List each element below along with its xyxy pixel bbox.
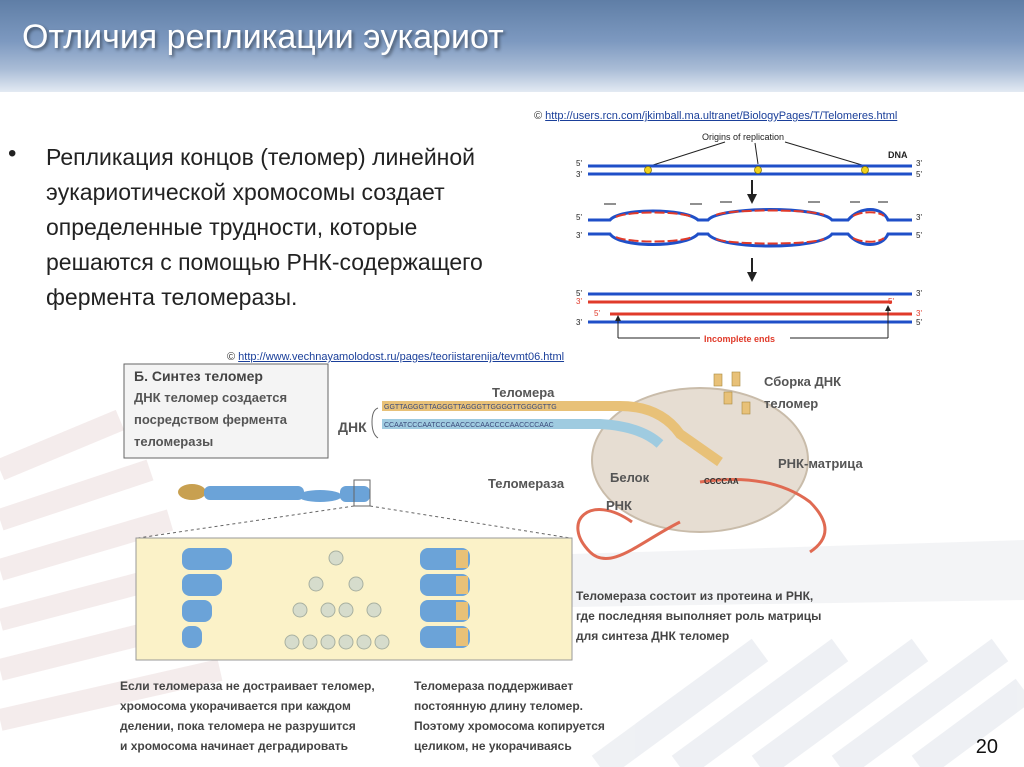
bullet-text: Репликация концов (теломер) линейной эук… xyxy=(46,144,483,310)
dna-label-ru: ДНК xyxy=(338,419,367,435)
title-bar: Отличия репликации эукариот xyxy=(0,0,1024,92)
rna-label: РНК xyxy=(606,498,632,513)
telomerase-label: Теломераза xyxy=(488,476,565,491)
shortening-chromosomes xyxy=(182,548,232,648)
protein-label: Белок xyxy=(610,470,650,485)
source-citation-1: © http://users.rcn.com/jkimball.ma.ultra… xyxy=(534,110,897,122)
stable-chromosomes xyxy=(420,548,470,648)
svg-text:3': 3' xyxy=(576,318,582,327)
copyright-symbol: © xyxy=(534,110,543,122)
source-link-2[interactable]: http://www.vechnayamolodost.ru/pages/teo… xyxy=(238,351,565,363)
svg-text:3': 3' xyxy=(916,309,922,318)
telomere-label: Теломера xyxy=(492,385,555,400)
svg-text:3': 3' xyxy=(576,231,582,240)
caption-with-telomerase: Теломераза поддерживает постоянную длину… xyxy=(414,679,605,753)
svg-text:5': 5' xyxy=(576,289,582,298)
svg-text:3': 3' xyxy=(916,213,922,222)
rna-template-seq: CCCCAA xyxy=(704,477,739,486)
info-box-title: Б. Синтез теломер xyxy=(134,368,263,384)
sequence-bottom: CCAATCCCAATCCCAACCCCAACCCCAACCCCAAC xyxy=(384,422,554,429)
assembly-label-2: теломер xyxy=(764,396,818,411)
svg-text:5': 5' xyxy=(576,213,582,222)
svg-text:5': 5' xyxy=(916,170,922,179)
svg-text:3': 3' xyxy=(916,289,922,298)
svg-text:3': 3' xyxy=(576,170,582,179)
copyright-symbol: © xyxy=(227,351,236,363)
bullet-marker: • xyxy=(8,140,17,167)
down-arrow-icon xyxy=(747,194,757,204)
svg-text:5': 5' xyxy=(888,297,894,306)
dna-label: DNA xyxy=(888,150,908,160)
assembly-label-1: Сборка ДНК xyxy=(764,374,841,389)
slide-title: Отличия репликации эукариот xyxy=(22,18,504,56)
page-number: 20 xyxy=(975,736,998,758)
svg-text:5': 5' xyxy=(916,231,922,240)
source-citation-2: © http://www.vechnayamolodost.ru/pages/t… xyxy=(227,351,564,363)
down-arrow-icon xyxy=(747,272,757,282)
origins-label: Origins of replication xyxy=(702,132,784,142)
origin-marker xyxy=(861,166,869,174)
caption-no-telomerase: Если теломераза не достраивает теломер, … xyxy=(120,679,375,753)
source-link-1[interactable]: http://users.rcn.com/jkimball.ma.ultrane… xyxy=(545,110,898,122)
svg-text:ДНК теломер создается: ДНК теломер создается xyxy=(134,390,287,405)
rna-matrix-label: РНК-матрица xyxy=(778,456,863,471)
origin-marker xyxy=(754,166,762,174)
info-box xyxy=(123,363,329,459)
cell-division-tree xyxy=(284,550,390,650)
svg-text:5': 5' xyxy=(916,318,922,327)
chromosome xyxy=(178,479,371,507)
svg-text:посредством фермента: посредством фермента xyxy=(134,412,288,427)
replication-diagram: Origins of replication DNA 5' 3' 3' 5' 5… xyxy=(576,132,922,344)
svg-text:5': 5' xyxy=(576,159,582,168)
svg-text:5': 5' xyxy=(594,309,600,318)
rna-strand xyxy=(576,508,681,560)
telomerase-enzyme xyxy=(591,387,809,533)
caption-telomerase: Теломераза состоит из протеина и РНК, гд… xyxy=(576,589,822,643)
svg-text:теломеразы: теломеразы xyxy=(134,434,213,449)
origin-marker xyxy=(644,166,652,174)
incomplete-ends-label: Incomplete ends xyxy=(704,334,775,344)
svg-text:3': 3' xyxy=(576,297,582,306)
telomere-synthesis-diagram: Б. Синтез теломер ДНК теломер создается … xyxy=(123,363,863,661)
svg-text:3': 3' xyxy=(916,159,922,168)
sequence-top: GGTTAGGGTTAGGGTTAGGGTTGGGGTTGGGGTTG xyxy=(384,404,557,411)
